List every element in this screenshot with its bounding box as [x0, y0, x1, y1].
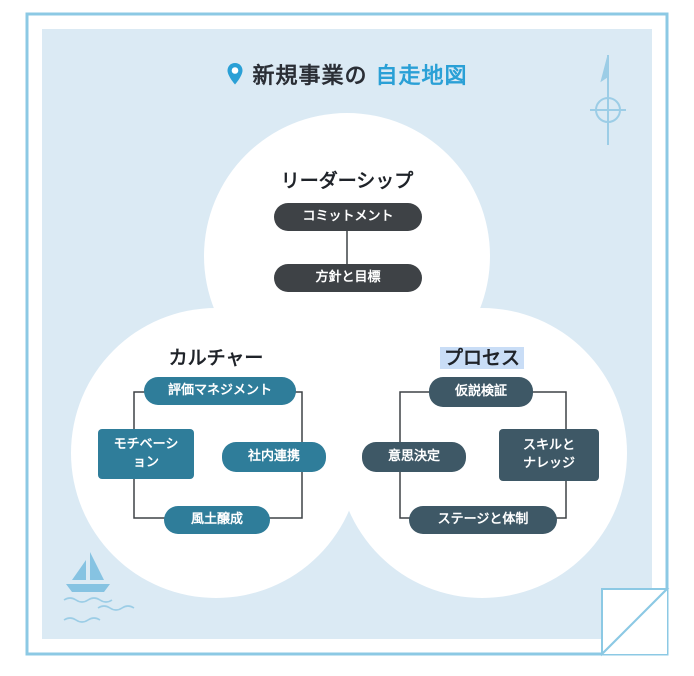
title-accent: 自走地図 [375, 64, 468, 89]
hypothesis-testing-pill: 仮説検証 [429, 377, 533, 407]
compass-icon [590, 55, 626, 145]
title-area: 新規事業の自走地図 [0, 58, 694, 90]
culture-cultivation-pill: 風土醸成 [164, 506, 270, 534]
culture-label: カルチャー [168, 347, 264, 369]
policy-goals-pill: 方針と目標 [274, 264, 422, 292]
stage-structure-pill: ステージと体制 [409, 506, 557, 534]
internal-collaboration-pill: 社内連携 [222, 442, 326, 472]
skills-knowledge-box: スキルとナレッジ [499, 429, 599, 481]
leadership-label: リーダーシップ [280, 170, 414, 192]
decision-making-pill: 意思決定 [362, 442, 466, 472]
sailboat-icon [66, 552, 110, 592]
wave-icon [63, 597, 135, 623]
process-label-text: プロセス [439, 347, 524, 369]
evaluation-management-pill: 評価マネジメント [144, 377, 296, 405]
process-label: プロセス [392, 343, 572, 370]
motivation-box: モチベーション [98, 429, 194, 479]
page-title: 新規事業の自走地図 [226, 58, 467, 90]
map-pin-icon [227, 63, 243, 85]
title-prefix: 新規事業の [252, 64, 368, 89]
commitment-pill: コミットメント [274, 203, 422, 231]
